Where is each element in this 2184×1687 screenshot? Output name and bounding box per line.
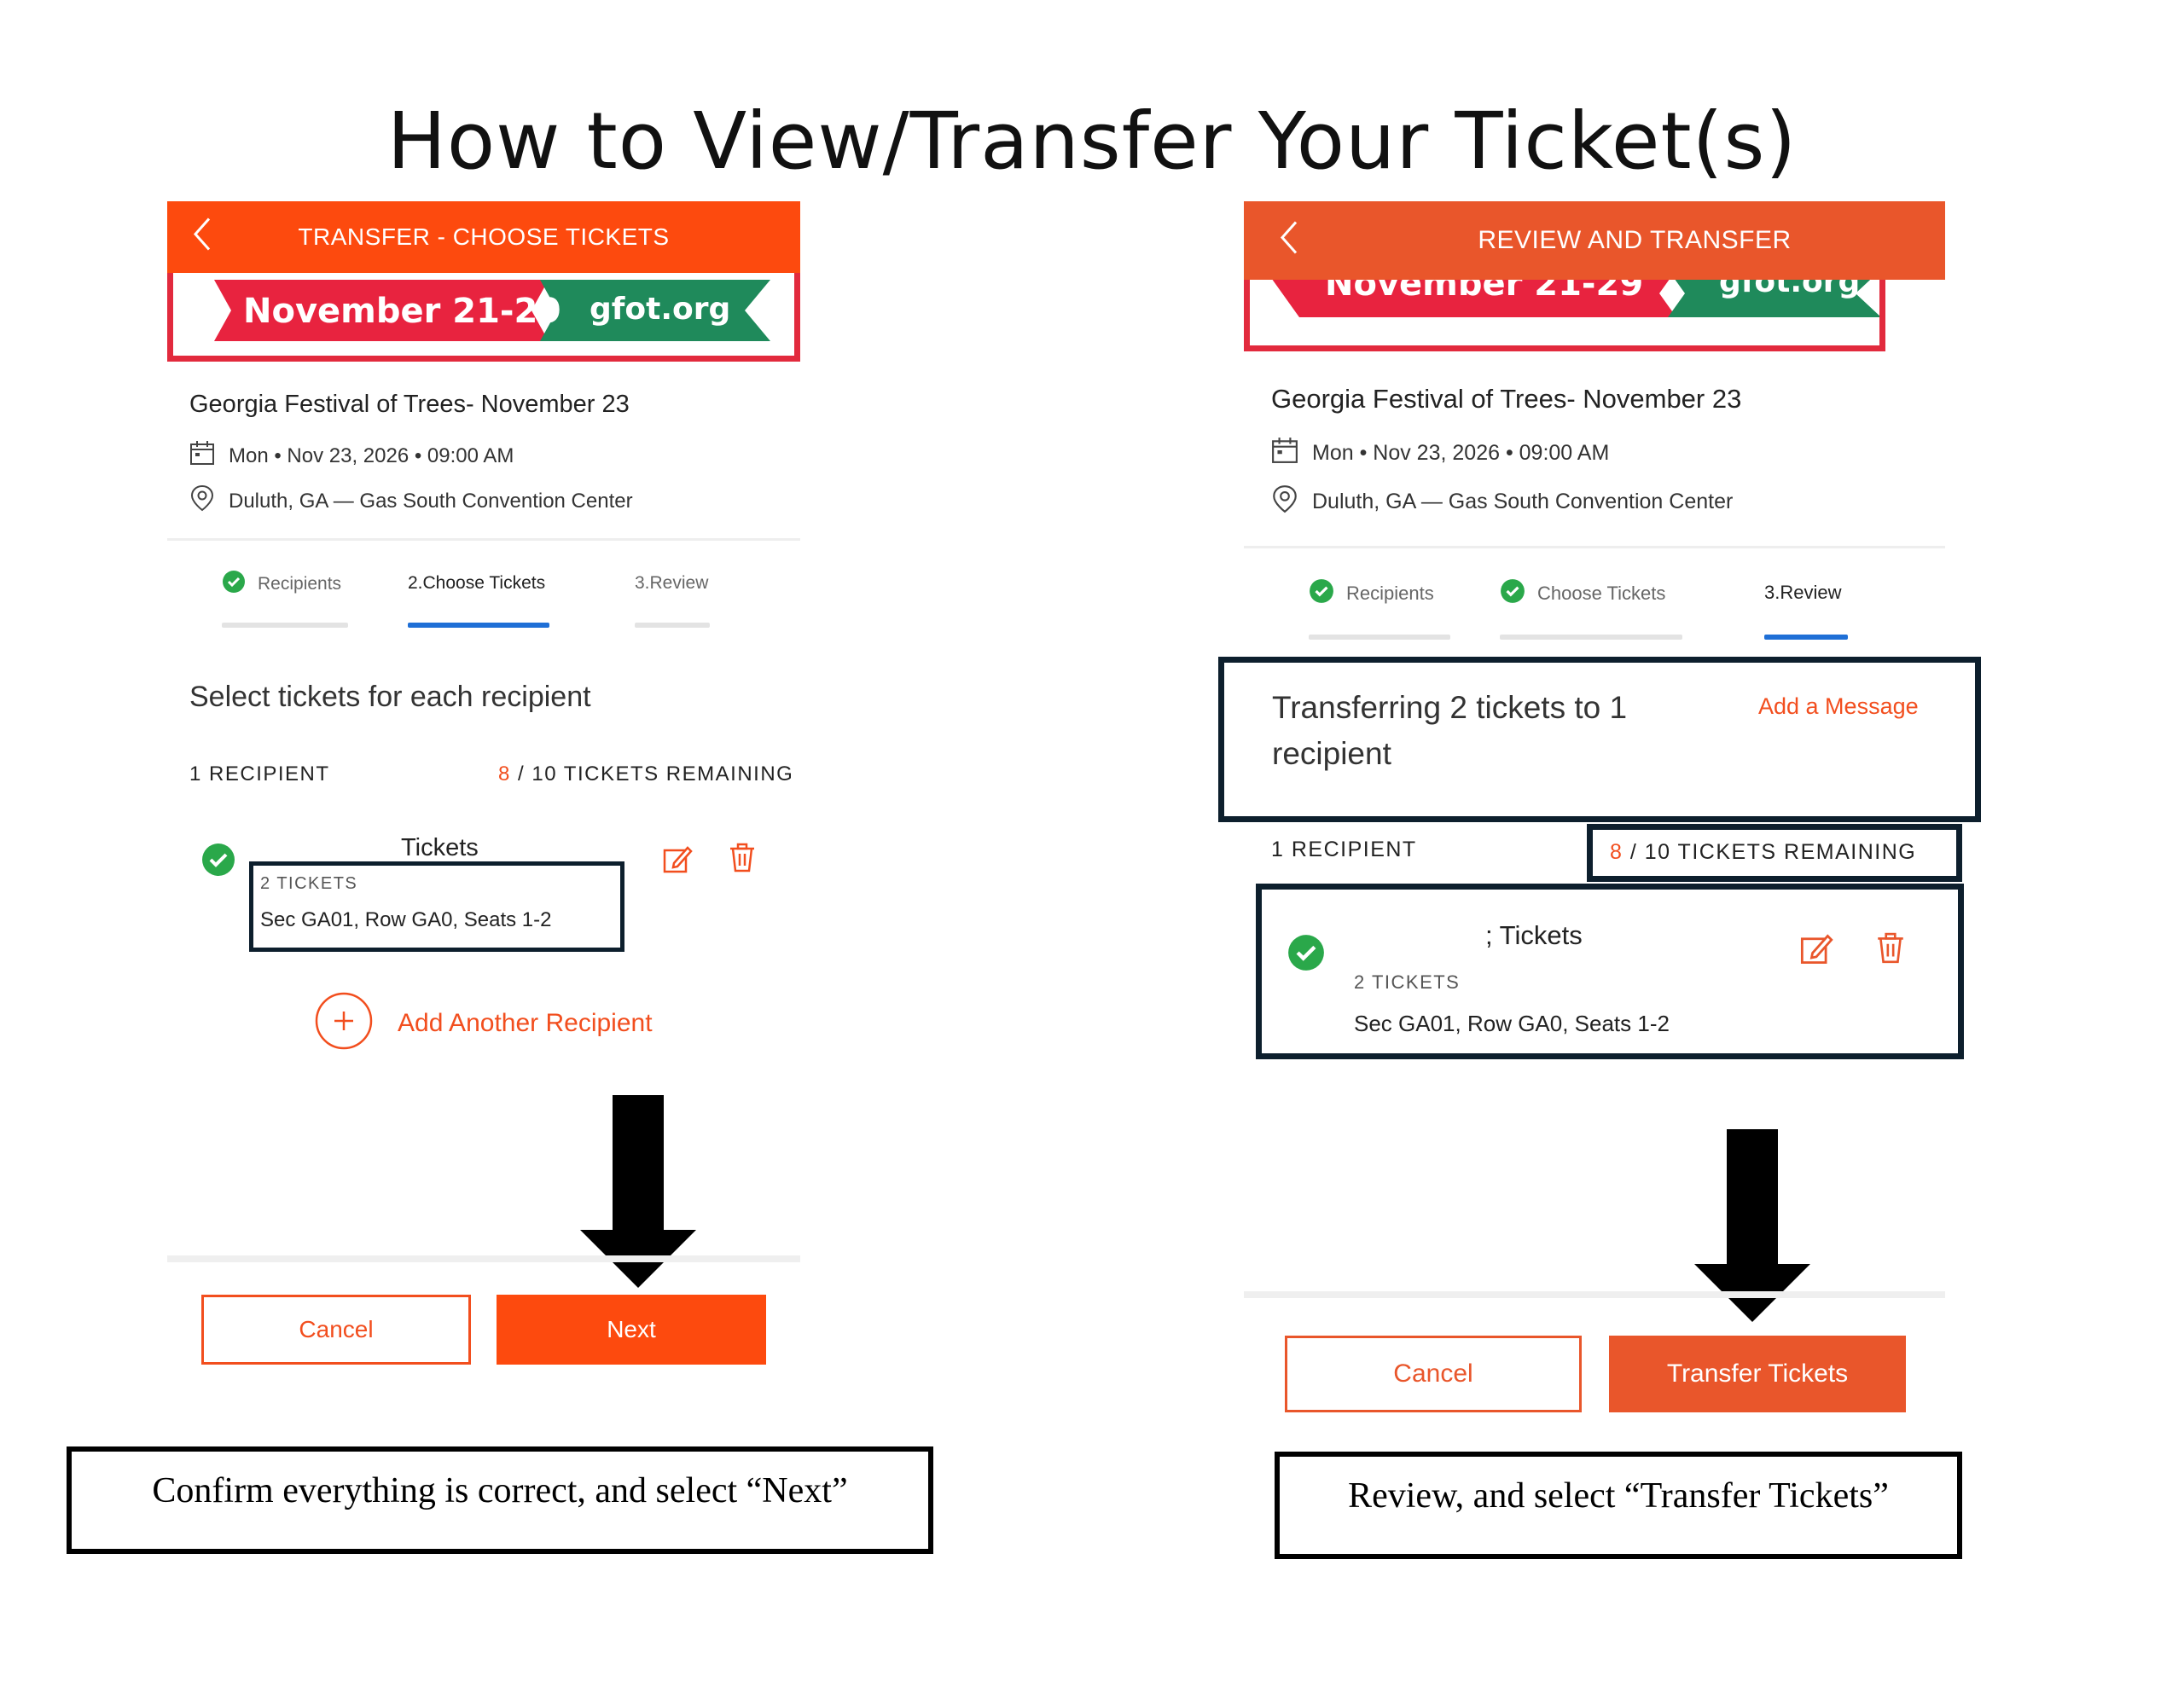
ticket-seats: Sec GA01, Row GA0, Seats 1-2 <box>260 908 552 931</box>
cancel-button[interactable]: Cancel <box>201 1295 471 1365</box>
back-chevron-icon[interactable] <box>193 217 212 258</box>
step-label: 2.Choose Tickets <box>408 573 546 593</box>
location-pin-icon <box>189 484 229 518</box>
step-bar-review <box>635 623 710 628</box>
left-caption: Confirm everything is correct, and selec… <box>67 1446 933 1554</box>
recipient-count: 1 RECIPIENT <box>1271 838 1417 861</box>
location-pin-icon <box>1271 484 1312 519</box>
step-bar-recipients <box>222 623 348 628</box>
ticket-count: 2 TICKETS <box>260 874 358 893</box>
right-screen: November 21-29 gfot.org REVIEW AND TRANS… <box>1218 201 1986 1438</box>
event-title: Georgia Festival of Trees- November 23 <box>189 391 630 418</box>
event-date: Mon • Nov 23, 2026 • 09:00 AM <box>229 443 514 467</box>
left-caption-text: Confirm everything is correct, and selec… <box>152 1471 848 1510</box>
add-recipient-label: Add Another Recipient <box>398 1008 653 1037</box>
event-title: Georgia Festival of Trees- November 23 <box>1271 384 1742 414</box>
event-date-row: Mon • Nov 23, 2026 • 09:00 AM <box>1271 437 1609 470</box>
trash-icon[interactable] <box>1876 932 1905 969</box>
check-circle-icon <box>201 843 235 881</box>
step-label: 3.Review <box>635 573 709 593</box>
step-label: Recipients <box>258 574 342 594</box>
banner-site: gfot.org <box>590 292 731 327</box>
transfer-tickets-button[interactable]: Transfer Tickets <box>1609 1336 1906 1412</box>
recipient-count: 1 RECIPIENT <box>189 762 330 786</box>
divider <box>1244 546 1945 548</box>
edit-icon[interactable] <box>662 844 693 879</box>
recipient-ticket-box[interactable]: ; Tickets 2 TICKETS Sec GA01, Row GA0, S… <box>1256 884 1964 1059</box>
footer-divider <box>167 1255 800 1262</box>
check-circle-icon <box>1287 934 1325 976</box>
event-banner: November 21-29 gfot.org <box>1244 270 1885 351</box>
right-header-bar: REVIEW AND TRANSFER <box>1244 201 1945 280</box>
next-button[interactable]: Next <box>497 1295 766 1365</box>
remaining-label: / 10 TICKETS REMAINING <box>510 762 794 786</box>
back-chevron-icon[interactable] <box>1280 221 1298 261</box>
tickets-remaining: 8 / 10 TICKETS REMAINING <box>1610 840 1916 865</box>
transfer-summary: Transferring 2 tickets to 1 recipient <box>1272 690 1628 771</box>
event-location-row: Duluth, GA — Gas South Convention Center <box>1271 484 1733 519</box>
remaining-number: 8 <box>498 762 511 786</box>
right-caption: Review, and select “Transfer Tickets” <box>1275 1452 1962 1559</box>
event-banner: November 21-29 gfot.org <box>167 273 800 362</box>
step-bar-review <box>1764 635 1848 640</box>
edit-icon[interactable] <box>1799 932 1833 971</box>
event-date-row: Mon • Nov 23, 2026 • 09:00 AM <box>189 440 514 472</box>
step-review[interactable]: 3.Review <box>635 573 708 594</box>
step-bar-choose-tickets <box>1500 635 1682 640</box>
check-circle-icon <box>222 570 246 599</box>
transfer-summary-box: Transferring 2 tickets to 1 recipient Ad… <box>1218 657 1981 822</box>
arrow-down-icon <box>580 1095 696 1292</box>
trash-icon[interactable] <box>729 843 756 878</box>
remaining-number: 8 <box>1610 840 1623 864</box>
add-message-link[interactable]: Add a Message <box>1758 693 1919 719</box>
check-circle-icon <box>1500 578 1525 609</box>
step-label: 3.Review <box>1764 582 1842 603</box>
left-screen: TRANSFER - CHOOSE TICKETS November 21-29… <box>167 201 800 1395</box>
left-header-title: TRANSFER - CHOOSE TICKETS <box>298 223 670 250</box>
step-recipients[interactable]: Recipients <box>1309 578 1434 609</box>
event-location: Duluth, GA — Gas South Convention Center <box>229 489 633 513</box>
event-date: Mon • Nov 23, 2026 • 09:00 AM <box>1312 441 1610 465</box>
tickets-heading: ; Tickets <box>1485 920 1583 950</box>
right-caption-text: Review, and select “Transfer Tickets” <box>1348 1476 1889 1516</box>
section-title: Select tickets for each recipient <box>189 681 591 713</box>
step-choose-tickets[interactable]: Choose Tickets <box>1500 578 1665 609</box>
step-bar-recipients <box>1309 635 1450 640</box>
step-label: Choose Tickets <box>1537 583 1666 604</box>
remaining-label: / 10 TICKETS REMAINING <box>1623 840 1917 864</box>
tickets-remaining-box: 8 / 10 TICKETS REMAINING <box>1587 824 1962 882</box>
step-review[interactable]: 3.Review <box>1764 582 1841 604</box>
calendar-icon <box>189 440 229 472</box>
ticket-seats: Sec GA01, Row GA0, Seats 1-2 <box>1354 1011 1670 1036</box>
divider <box>167 538 800 541</box>
step-bar-choose-tickets <box>408 623 549 628</box>
event-location-row: Duluth, GA — Gas South Convention Center <box>189 484 633 518</box>
calendar-icon <box>1271 437 1312 470</box>
tickets-remaining: 8 / 10 TICKETS REMAINING <box>498 762 793 786</box>
plus-circle-icon <box>314 991 374 1055</box>
ticket-selection-box[interactable]: 2 TICKETS Sec GA01, Row GA0, Seats 1-2 <box>249 861 624 952</box>
right-header-title: REVIEW AND TRANSFER <box>1478 226 1792 254</box>
page-title: How to View/Transfer Your Ticket(s) <box>386 96 1798 187</box>
step-recipients[interactable]: Recipients <box>222 570 341 599</box>
banner-dates: November 21-29 <box>243 292 562 331</box>
step-choose-tickets[interactable]: 2.Choose Tickets <box>408 573 545 594</box>
footer-divider <box>1244 1291 1945 1298</box>
add-recipient-button[interactable]: Add Another Recipient <box>314 991 653 1055</box>
event-location: Duluth, GA — Gas South Convention Center <box>1312 490 1734 513</box>
tickets-heading: Tickets <box>401 834 479 861</box>
ticket-count: 2 TICKETS <box>1354 971 1461 993</box>
cancel-button[interactable]: Cancel <box>1285 1336 1582 1412</box>
step-label: Recipients <box>1346 583 1434 604</box>
left-header-bar: TRANSFER - CHOOSE TICKETS <box>167 201 800 273</box>
check-circle-icon <box>1309 578 1334 609</box>
